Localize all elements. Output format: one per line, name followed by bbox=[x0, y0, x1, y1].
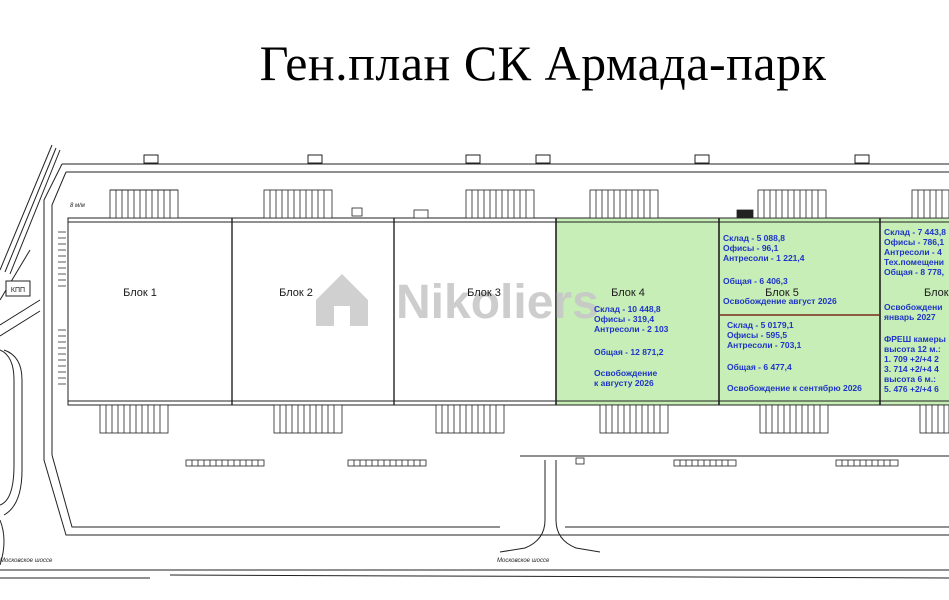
spacing-mark: 8 м/м bbox=[70, 203, 85, 209]
svg-text:3. 714 +2/+4 4: 3. 714 +2/+4 4 bbox=[884, 364, 939, 374]
checkpoint-label: КПП bbox=[11, 287, 25, 294]
svg-text:Офисы - 319,4: Офисы - 319,4 bbox=[594, 314, 654, 324]
small-fixtures bbox=[351, 207, 754, 465]
svg-text:январь 2027: январь 2027 bbox=[884, 312, 936, 322]
page-title: Ген.план СК Армада-парк bbox=[259, 35, 827, 91]
block3-label: Блок 3 bbox=[467, 287, 501, 299]
svg-text:Общая - 12 871,2: Общая - 12 871,2 bbox=[594, 347, 664, 357]
road-label-left: Московское шоссе bbox=[0, 558, 53, 564]
svg-text:Склад - 7 443,8: Склад - 7 443,8 bbox=[884, 227, 946, 237]
top-utility-boxes bbox=[143, 154, 870, 164]
svg-text:Общая - 6 477,4: Общая - 6 477,4 bbox=[727, 362, 792, 372]
svg-text:Антресоли - 2 103: Антресоли - 2 103 bbox=[594, 324, 669, 334]
block5-top-info: Склад - 5 088,8 Офисы - 96,1 Антресоли -… bbox=[723, 233, 837, 306]
svg-text:Освобождение: Освобождение bbox=[594, 368, 657, 378]
svg-text:5. 476 +2/+4 6: 5. 476 +2/+4 6 bbox=[884, 384, 939, 394]
south-access-road bbox=[499, 455, 949, 553]
svg-text:к августу 2026: к августу 2026 bbox=[594, 378, 654, 388]
svg-text:Склад - 5 088,8: Склад - 5 088,8 bbox=[723, 233, 785, 243]
svg-text:Освобождение к сентябрю 2026: Освобождение к сентябрю 2026 bbox=[727, 383, 862, 393]
svg-text:1. 709 +2/+4 2: 1. 709 +2/+4 2 bbox=[884, 354, 939, 364]
block4-label: Блок 4 bbox=[611, 287, 645, 299]
block2-label: Блок 2 bbox=[279, 287, 313, 299]
checkpoint-box bbox=[5, 280, 31, 297]
svg-text:Освобождение август 2026: Освобождение август 2026 bbox=[723, 296, 837, 306]
block6-info: Склад - 7 443,8 Офисы - 786,1 Антресоли … bbox=[884, 227, 946, 394]
svg-text:высота 12 м.:: высота 12 м.: bbox=[884, 344, 941, 354]
svg-text:Общая - 8 778,: Общая - 8 778, bbox=[884, 267, 944, 277]
svg-text:Офисы - 96,1: Офисы - 96,1 bbox=[723, 243, 779, 253]
svg-text:Антресоли - 703,1: Антресоли - 703,1 bbox=[727, 340, 802, 350]
site-boundary bbox=[0, 163, 949, 579]
block5-label: Блок 5 bbox=[765, 287, 799, 299]
svg-text:Тех.помещени: Тех.помещени bbox=[884, 257, 944, 267]
diagonal-rail bbox=[0, 144, 61, 301]
road-label-center: Московское шоссе bbox=[497, 558, 550, 564]
svg-text:Склад - 5 0179,1: Склад - 5 0179,1 bbox=[727, 320, 794, 330]
svg-text:Офисы - 595,5: Офисы - 595,5 bbox=[727, 330, 787, 340]
watermark-logo: Nikoliers bbox=[316, 274, 599, 329]
svg-text:Антресоли - 1 221,4: Антресоли - 1 221,4 bbox=[723, 253, 805, 263]
highlight-block4 bbox=[556, 218, 719, 405]
watermark-text: Nikoliers bbox=[396, 276, 599, 329]
dock-doors-right bbox=[757, 189, 949, 434]
svg-text:Антресоли - 4: Антресоли - 4 bbox=[884, 247, 942, 257]
entrance-road bbox=[0, 299, 41, 566]
block5-bottom-info: Склад - 5 0179,1 Офисы - 595,5 Антресоли… bbox=[727, 320, 862, 393]
highlight-block6 bbox=[880, 218, 949, 405]
dock-doors bbox=[99, 189, 829, 434]
svg-text:Общая - 6 406,3: Общая - 6 406,3 bbox=[723, 276, 788, 286]
svg-text:Освобождени: Освобождени bbox=[884, 302, 942, 312]
svg-text:ФРЕШ камеры: ФРЕШ камеры bbox=[884, 334, 946, 344]
block4-info: Склад - 10 448,8 Офисы - 319,4 Антресоли… bbox=[594, 304, 669, 388]
highlight-block5 bbox=[719, 218, 880, 405]
svg-text:Склад - 10 448,8: Склад - 10 448,8 bbox=[594, 304, 661, 314]
parking-strips bbox=[185, 459, 899, 467]
svg-text:высота 6 м.:: высота 6 м.: bbox=[884, 374, 936, 384]
block1-label: Блок 1 bbox=[123, 287, 157, 299]
block6-label: Блок bbox=[924, 287, 949, 299]
side-stripes-left bbox=[58, 231, 66, 385]
svg-text:Офисы - 786,1: Офисы - 786,1 bbox=[884, 237, 944, 247]
